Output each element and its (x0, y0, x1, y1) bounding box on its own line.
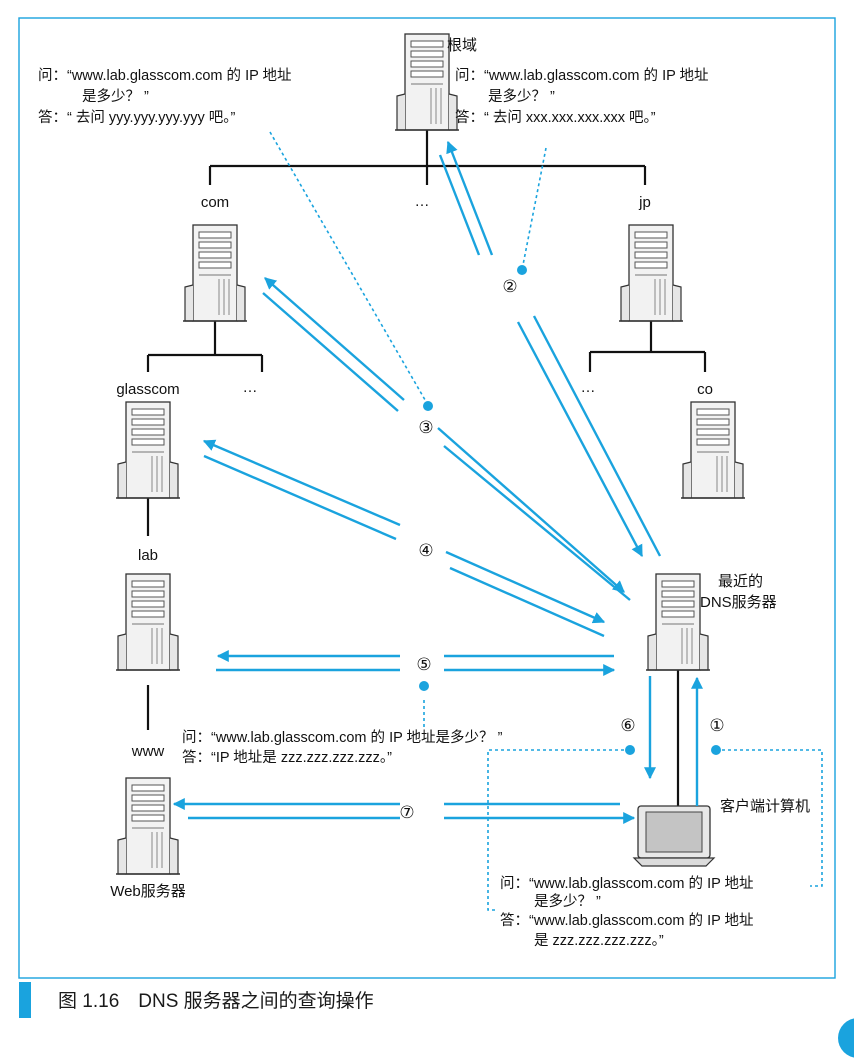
co-server-icon (680, 401, 746, 499)
jp-server-icon (618, 224, 684, 322)
lab-server-icon (115, 573, 181, 671)
ellipsis-com-label: … (243, 379, 258, 396)
lab-query-line-1: 问：“www.lab.glasscom.com 的 IP 地址是多少？ ” (182, 729, 503, 746)
root-query-line-2: 是多少？ ” (488, 88, 555, 105)
step-3-label: ③ (418, 418, 433, 438)
arrow-glasscom-response (203, 454, 397, 541)
client-computer-icon (632, 805, 716, 867)
ellipsis-top-label: … (415, 193, 430, 210)
web-server-label: Web服务器 (110, 883, 186, 900)
arrow-com-response (262, 292, 399, 412)
root-query-line-3: 答：“ 去问 xxx.xxx.xxx.xxx 吧。” (455, 109, 656, 126)
step-6-label: ⑥ (620, 716, 635, 736)
lab-query-line-2: 答：“IP 地址是 zzz.zzz.zzz.zzz。” (182, 749, 392, 766)
com-query-line-2: 是多少？ ” (82, 88, 149, 105)
com-server-icon (182, 224, 248, 322)
arrow-com-request (264, 277, 405, 401)
com-label: com (201, 194, 229, 211)
arrow-root-to-dns-2 (532, 315, 662, 557)
arrow-glasscom-to-dns-2 (449, 566, 605, 638)
root-label: 根域 (447, 37, 477, 54)
step-4-label: ④ (418, 541, 433, 561)
local-dns-server-icon (645, 573, 711, 671)
step-7-label: ⑦ (399, 803, 414, 823)
com-query-line-1: 问：“www.lab.glasscom.com 的 IP 地址 (38, 67, 292, 84)
callout-dots (419, 265, 721, 755)
arrow-com-to-dns-1 (437, 427, 625, 593)
client-query-line-4: 是 zzz.zzz.zzz.zzz。” (534, 933, 664, 949)
local-dns-label-2: DNS服务器 (700, 594, 777, 611)
jp-label: jp (638, 194, 651, 211)
step-2-label: ② (502, 277, 517, 297)
figure-caption: 图 1.16 DNS 服务器之间的查询操作 (58, 991, 374, 1012)
lab-label: lab (138, 547, 158, 564)
frame (18, 17, 836, 979)
client-query-line-2: 是多少？ ” (534, 893, 601, 910)
tree-lines (146, 128, 707, 806)
step-5-label: ⑤ (416, 655, 431, 675)
arrow-root-to-dns-1 (516, 321, 644, 558)
client-query-line-1: 问：“www.lab.glasscom.com 的 IP 地址 (500, 875, 754, 892)
ellipsis-jp-label: … (581, 379, 596, 396)
arrow-root-response (438, 154, 481, 256)
com-query-line-3: 答：“ 去问 yyy.yyy.yyy.yyy 吧。” (38, 109, 236, 126)
caption-accent-bar (19, 982, 31, 1018)
arrow-root-request (446, 140, 494, 256)
arrow-glasscom-to-dns-1 (445, 550, 606, 624)
www-label: www (131, 743, 165, 760)
root-query-line-1: 问：“www.lab.glasscom.com 的 IP 地址 (455, 67, 709, 84)
client-query-line-3: 答：“www.lab.glasscom.com 的 IP 地址 (500, 912, 754, 929)
co-label: co (697, 381, 713, 398)
step-1-label: ① (709, 716, 724, 736)
arrow-com-to-dns-2 (443, 445, 631, 601)
callout-leaders (269, 131, 823, 911)
glasscom-label: glasscom (116, 381, 179, 398)
arrow-glasscom-request (202, 439, 401, 527)
client-label: 客户端计算机 (720, 797, 810, 815)
glasscom-server-icon (115, 401, 181, 499)
web-server-icon (115, 777, 181, 875)
query-arrows (172, 140, 703, 824)
local-dns-label-1: 最近的 (718, 573, 763, 590)
